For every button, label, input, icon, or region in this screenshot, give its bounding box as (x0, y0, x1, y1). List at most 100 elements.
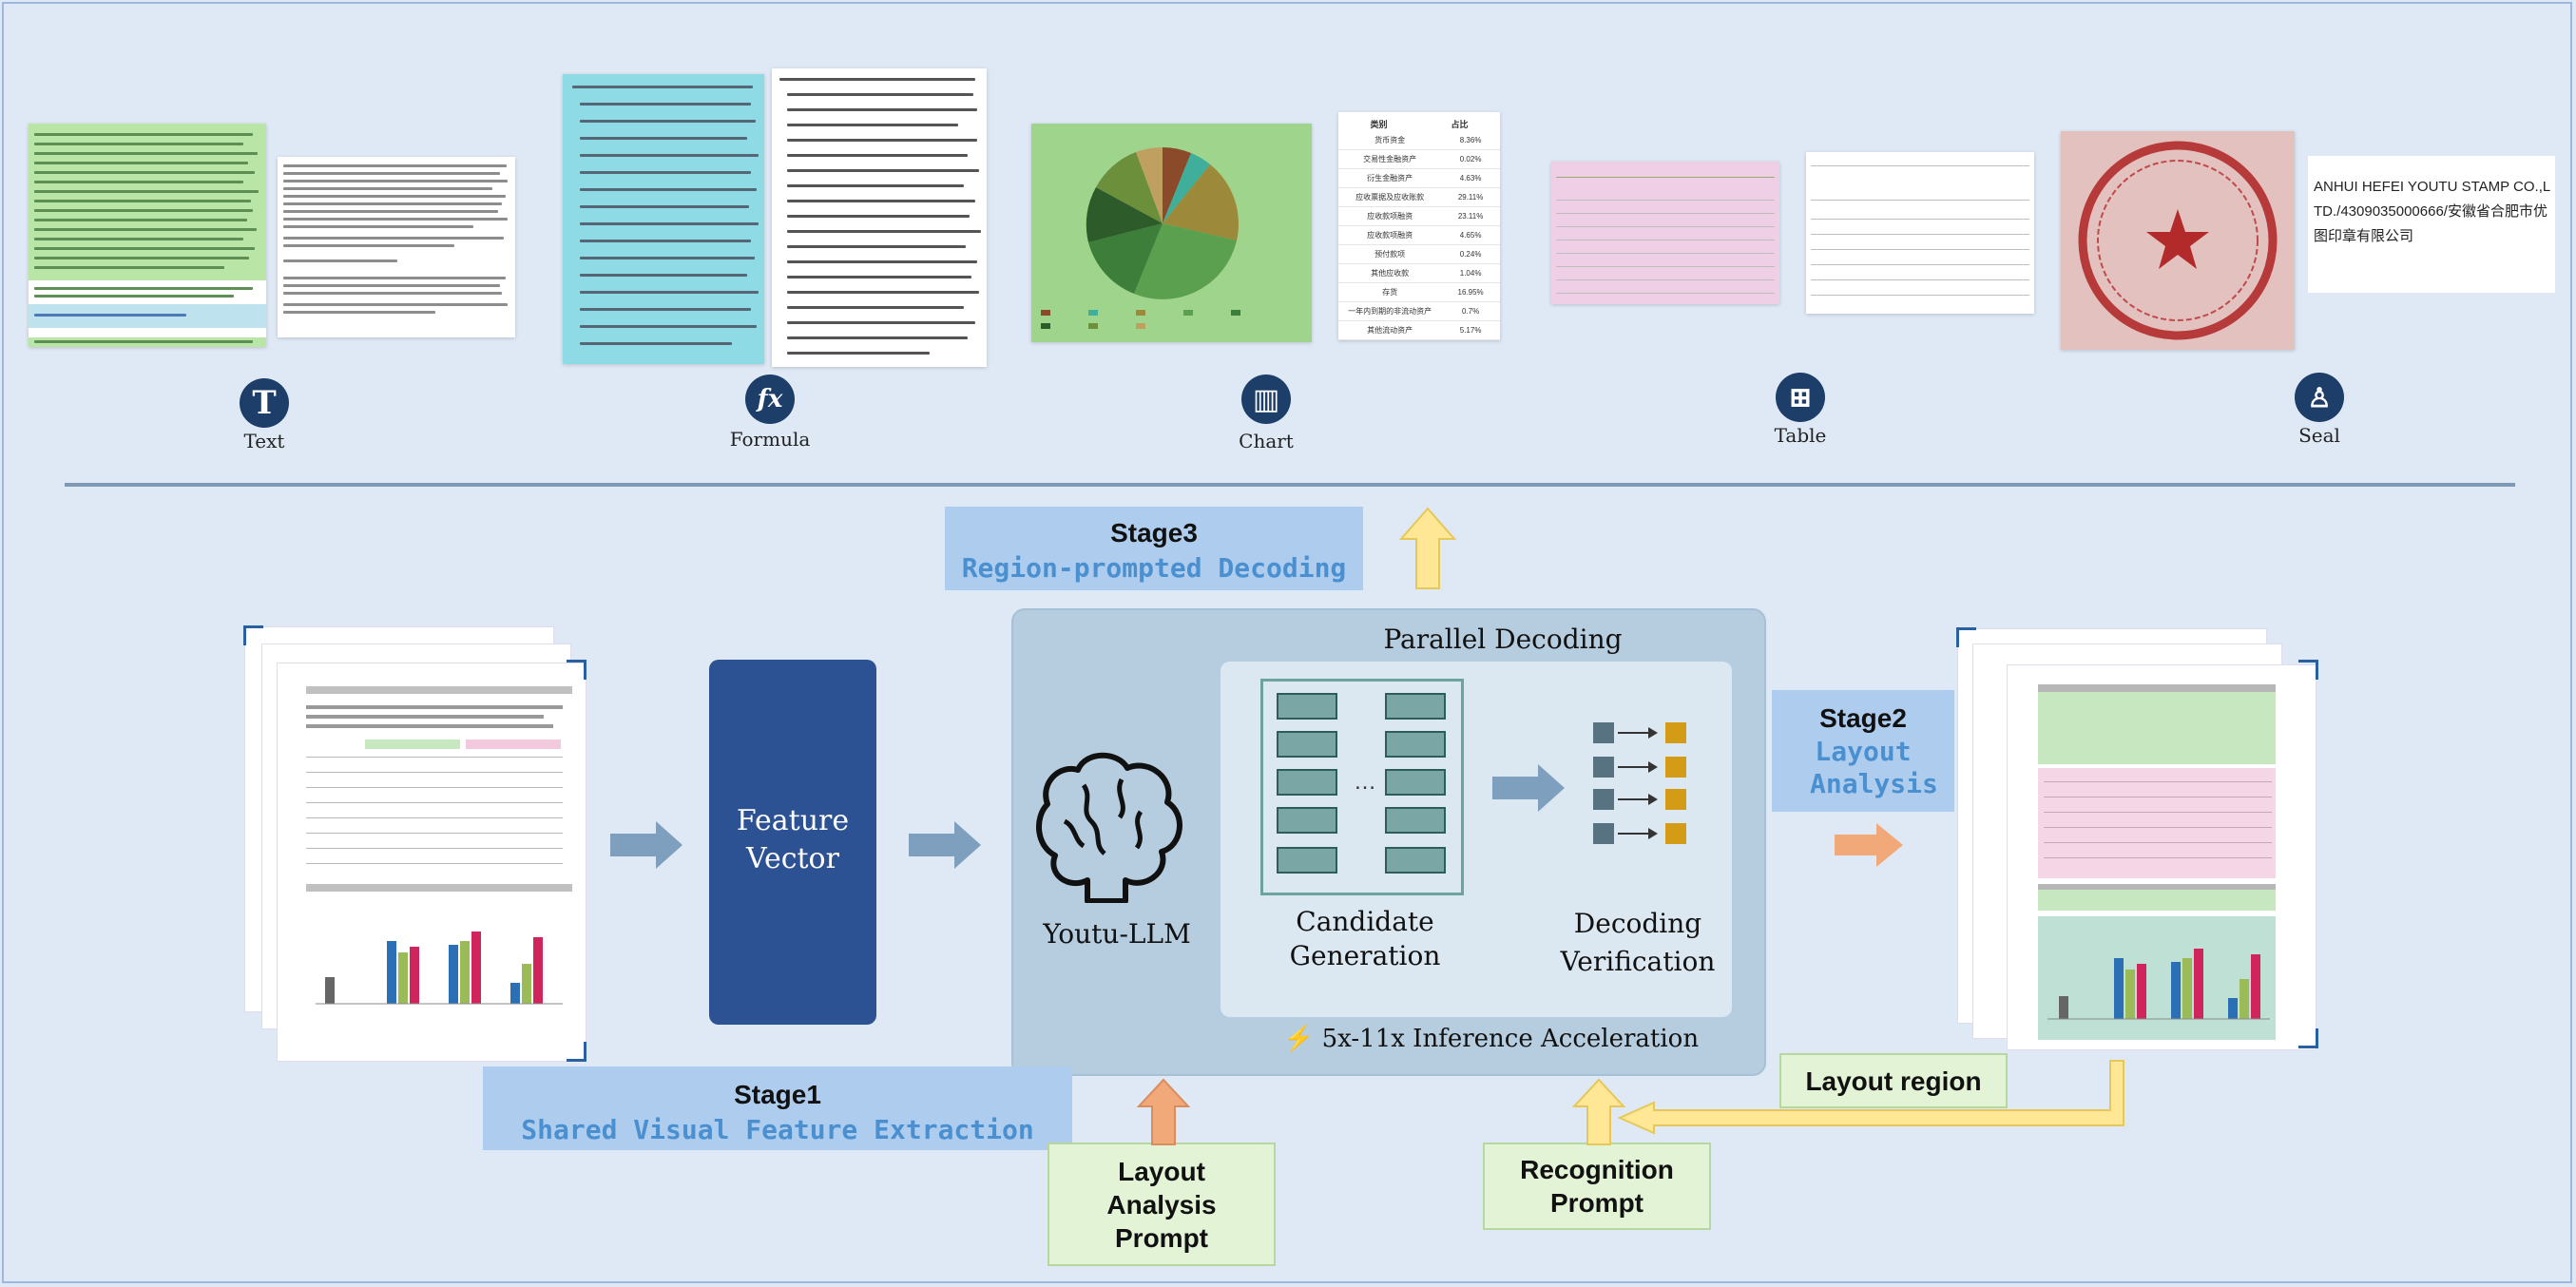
ellipsis: … (1354, 769, 1376, 795)
stage2-subtitle: Layout Analysis (1810, 736, 1938, 799)
text-icon: T (240, 378, 289, 428)
stamp-graphic (2078, 141, 2278, 340)
verified-token (1665, 789, 1686, 810)
candidate-cell (1277, 847, 1337, 874)
feature-vector-label: Feature Vector (736, 804, 850, 875)
decoding-verification-label: Decoding Verification (1560, 908, 1716, 977)
category-label-chart: Chart (1239, 430, 1294, 452)
feature-vector-box: Feature Vector (709, 660, 876, 1025)
candidate-cell (1385, 807, 1446, 834)
seal-ocr-text-box: ANHUI HEFEI YOUTU STAMP CO.,LTD./4309035… (2308, 156, 2555, 293)
out-crop-corner-br (2298, 1028, 2318, 1048)
lightning-icon: ⚡ (1283, 1025, 1315, 1053)
up-arrow-stage3 (1398, 507, 1457, 589)
pie-row-value: 16.95% (1457, 288, 1484, 297)
verify-arrow (1618, 828, 1658, 839)
candidate-cell (1385, 693, 1446, 720)
table-sample-page (1806, 152, 2034, 314)
seal-sample-image (2061, 131, 2295, 350)
verify-arrow (1618, 761, 1658, 773)
crop-corner-tr (567, 660, 586, 680)
layout-analysis-prompt-text: Layout Analysis Prompt (1106, 1156, 1217, 1253)
pie-row-value: 4.65% (1459, 231, 1482, 240)
pie-table-row: 其他应收款 1.04% (1338, 264, 1500, 283)
input-page-front (278, 663, 586, 1061)
verify-arrow (1618, 794, 1658, 805)
pie-chart-graphic (1041, 146, 1240, 329)
arrow-input-to-feature (610, 821, 682, 869)
stage1-subtitle: Shared Visual Feature Extraction (521, 1114, 1034, 1145)
pie-row-label: 应收票据及应收账款 (1355, 193, 1425, 202)
pie-row-value: 29.11% (1457, 193, 1484, 202)
verified-token (1665, 757, 1686, 778)
stage3-box: Stage3 Region-prompted Decoding (945, 507, 1363, 590)
text-sample-page (29, 124, 266, 347)
draft-token (1593, 757, 1614, 778)
pie-row-value: 0.02% (1459, 155, 1482, 163)
verify-arrow (1618, 727, 1658, 739)
candidate-generation-label: Candidate Generation (1289, 906, 1441, 971)
formula-sample-page (772, 68, 987, 367)
pie-row-value: 0.7% (1461, 307, 1480, 316)
candidate-cell (1277, 769, 1337, 796)
pie-table-row: 应收款项融资 23.11% (1338, 207, 1500, 226)
pie-row-label: 交易性金融资产 (1363, 155, 1417, 163)
pie-row-value: 23.11% (1457, 212, 1484, 221)
recognition-prompt-text: Recognition Prompt (1520, 1155, 1674, 1218)
stage3-subtitle: Region-prompted Decoding (961, 552, 1347, 584)
pie-row-value: 0.24% (1459, 250, 1482, 259)
stage2-title: Stage2 (1819, 703, 1907, 733)
output-bar-chart (2047, 949, 2270, 1020)
crop-corner-br (567, 1042, 586, 1062)
section-divider (65, 483, 2515, 487)
pie-row-label: 应收款项融资 (1367, 212, 1413, 221)
pie-row-label: 一年内到期的非流动资产 (1348, 307, 1432, 316)
draft-token (1593, 722, 1614, 743)
chart-icon: ▥ (1241, 375, 1291, 424)
verified-token (1665, 722, 1686, 743)
candidate-cell (1277, 807, 1337, 834)
category-label-text: Text (243, 430, 285, 452)
feedback-arrow-layout-region (1617, 1060, 2124, 1135)
pie-table-row: 衍生金融资产 4.63% (1338, 169, 1500, 188)
youtu-llm-label: Youtu-LLM (1043, 918, 1191, 950)
pie-row-label: 应收款项融资 (1367, 231, 1413, 240)
pie-row-value: 8.36% (1459, 136, 1482, 144)
crop-corner-tl (243, 625, 263, 645)
candidate-cell (1385, 731, 1446, 758)
stage3-title: Stage3 (1110, 518, 1198, 547)
verified-token (1665, 823, 1686, 844)
pie-row-value: 1.04% (1459, 269, 1482, 278)
pie-row-value: 4.63% (1459, 174, 1482, 182)
up-arrow-recognition-prompt (1571, 1078, 1626, 1145)
stage2-box: Stage2 Layout Analysis (1772, 690, 1954, 812)
seal-ocr-text: ANHUI HEFEI YOUTU STAMP CO.,LTD./4309035… (2314, 179, 2551, 244)
output-page-front (2008, 665, 2316, 1049)
pie-row-value: 5.17% (1459, 326, 1482, 335)
layout-region-box: Layout region (1779, 1053, 2008, 1108)
draft-token (1593, 789, 1614, 810)
pie-row-label: 衍生金融资产 (1367, 174, 1413, 182)
recognition-prompt-box: Recognition Prompt (1483, 1143, 1711, 1230)
candidate-cell (1277, 731, 1337, 758)
table-sample-highlighted (1551, 162, 1779, 304)
pie-table-col-share: 占比 (1451, 120, 1469, 129)
candidate-cell (1277, 693, 1337, 720)
candidate-grid: … (1260, 679, 1464, 895)
pie-table-row: 应收票据及应收账款 29.11% (1338, 188, 1500, 207)
arrow-feature-to-llm (909, 821, 981, 869)
table-icon: ⊞ (1776, 373, 1825, 422)
candidate-cell (1385, 847, 1446, 874)
pie-row-label: 其他应收款 (1371, 269, 1410, 278)
pie-table-row: 交易性金融资产 0.02% (1338, 150, 1500, 169)
pie-table-row: 应收款项融资 4.65% (1338, 226, 1500, 245)
arrow-candidate-to-verify (1492, 764, 1565, 812)
category-label-seal: Seal (2298, 424, 2340, 447)
